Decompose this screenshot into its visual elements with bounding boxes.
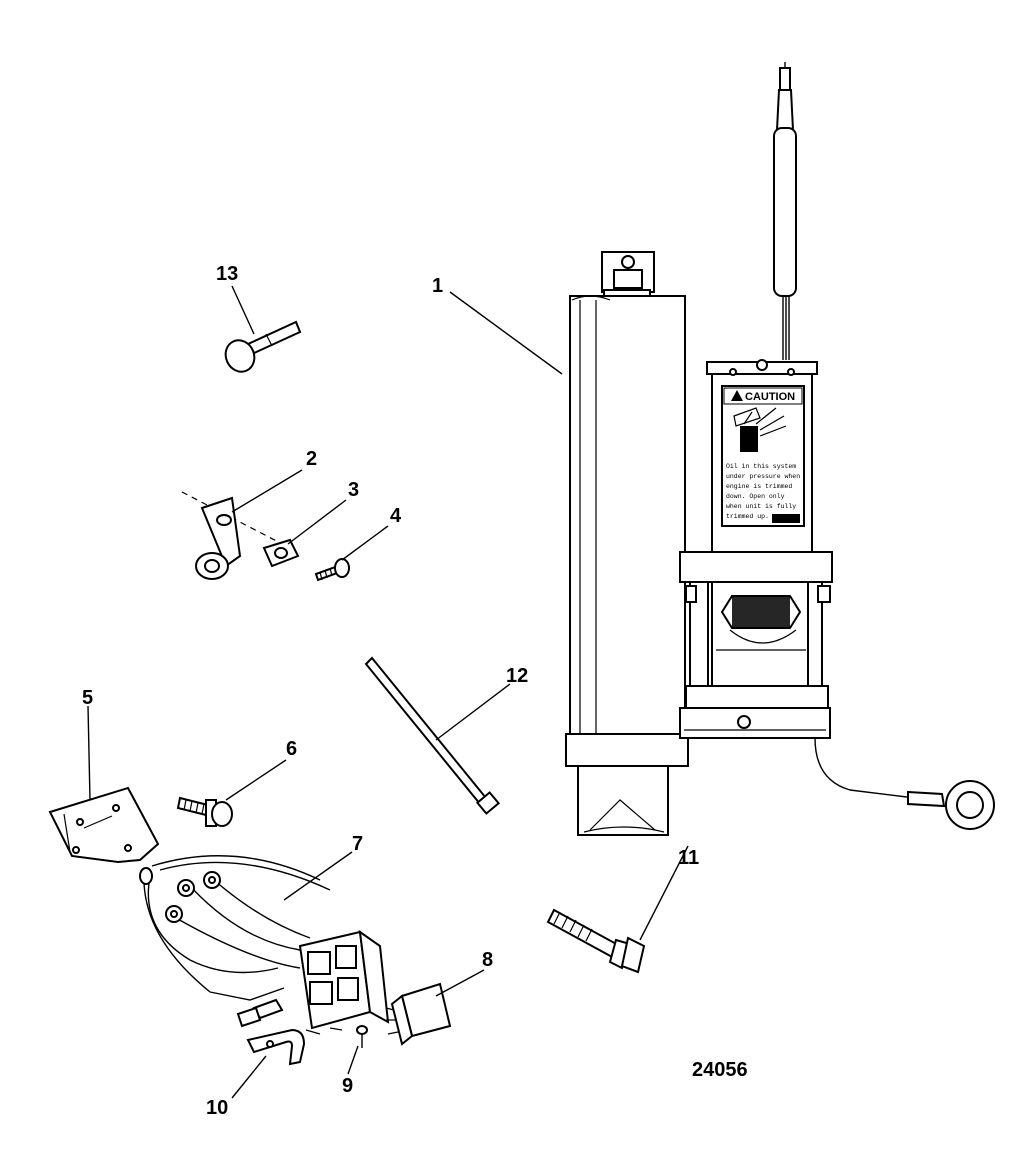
callout-4: 4: [390, 505, 402, 527]
callout-13: 13: [216, 263, 238, 285]
caution-line-3: engine is trimmed: [726, 483, 792, 490]
callout-10: 10: [206, 1097, 228, 1119]
clamp-part-2: [181, 491, 291, 580]
warning-pictogram: [733, 407, 787, 452]
relay-part-8: [385, 982, 452, 1046]
caution-line-2: under pressure when: [726, 473, 800, 480]
callout-5: 5: [82, 687, 93, 709]
clip-part-10: [246, 1028, 306, 1066]
callout-8: 8: [482, 949, 493, 971]
wiring-harness-part-7: [139, 855, 390, 1035]
callout-12: 12: [506, 665, 528, 687]
callout-2: 2: [306, 448, 317, 470]
callout-9: 9: [342, 1075, 353, 1097]
cable-tie-part-12: [364, 656, 501, 815]
caution-line-1: Oil in this system: [726, 463, 796, 470]
figure-number: 24056: [692, 1059, 748, 1081]
bracket-part-5: [48, 786, 160, 864]
callout-11: 11: [678, 847, 699, 869]
leader-lines: [87, 285, 689, 1099]
trim-cylinder-assembly: CAUTION Oil in this system under pressur…: [565, 62, 995, 836]
caution-heading: CAUTION: [745, 391, 795, 403]
pin-part-13: [224, 320, 302, 373]
screw-part-4: [314, 558, 350, 582]
callout-6: 6: [286, 738, 297, 760]
screw-part-9: [356, 1025, 368, 1048]
bolt-part-6: [176, 796, 233, 827]
caution-line-5: when unit is fully: [726, 503, 796, 510]
callout-3: 3: [348, 479, 359, 501]
callout-7: 7: [352, 833, 363, 855]
callout-1: 1: [432, 275, 443, 297]
caution-line-6: trimmed up.: [726, 513, 769, 520]
callouts: 1 2 3 4 5 6 7 8 9 10 11 12 13: [82, 263, 699, 1119]
caution-line-4: down. Open only: [726, 493, 785, 500]
bolt-part-11: [546, 908, 646, 974]
nut-plate-part-3: [262, 538, 300, 568]
